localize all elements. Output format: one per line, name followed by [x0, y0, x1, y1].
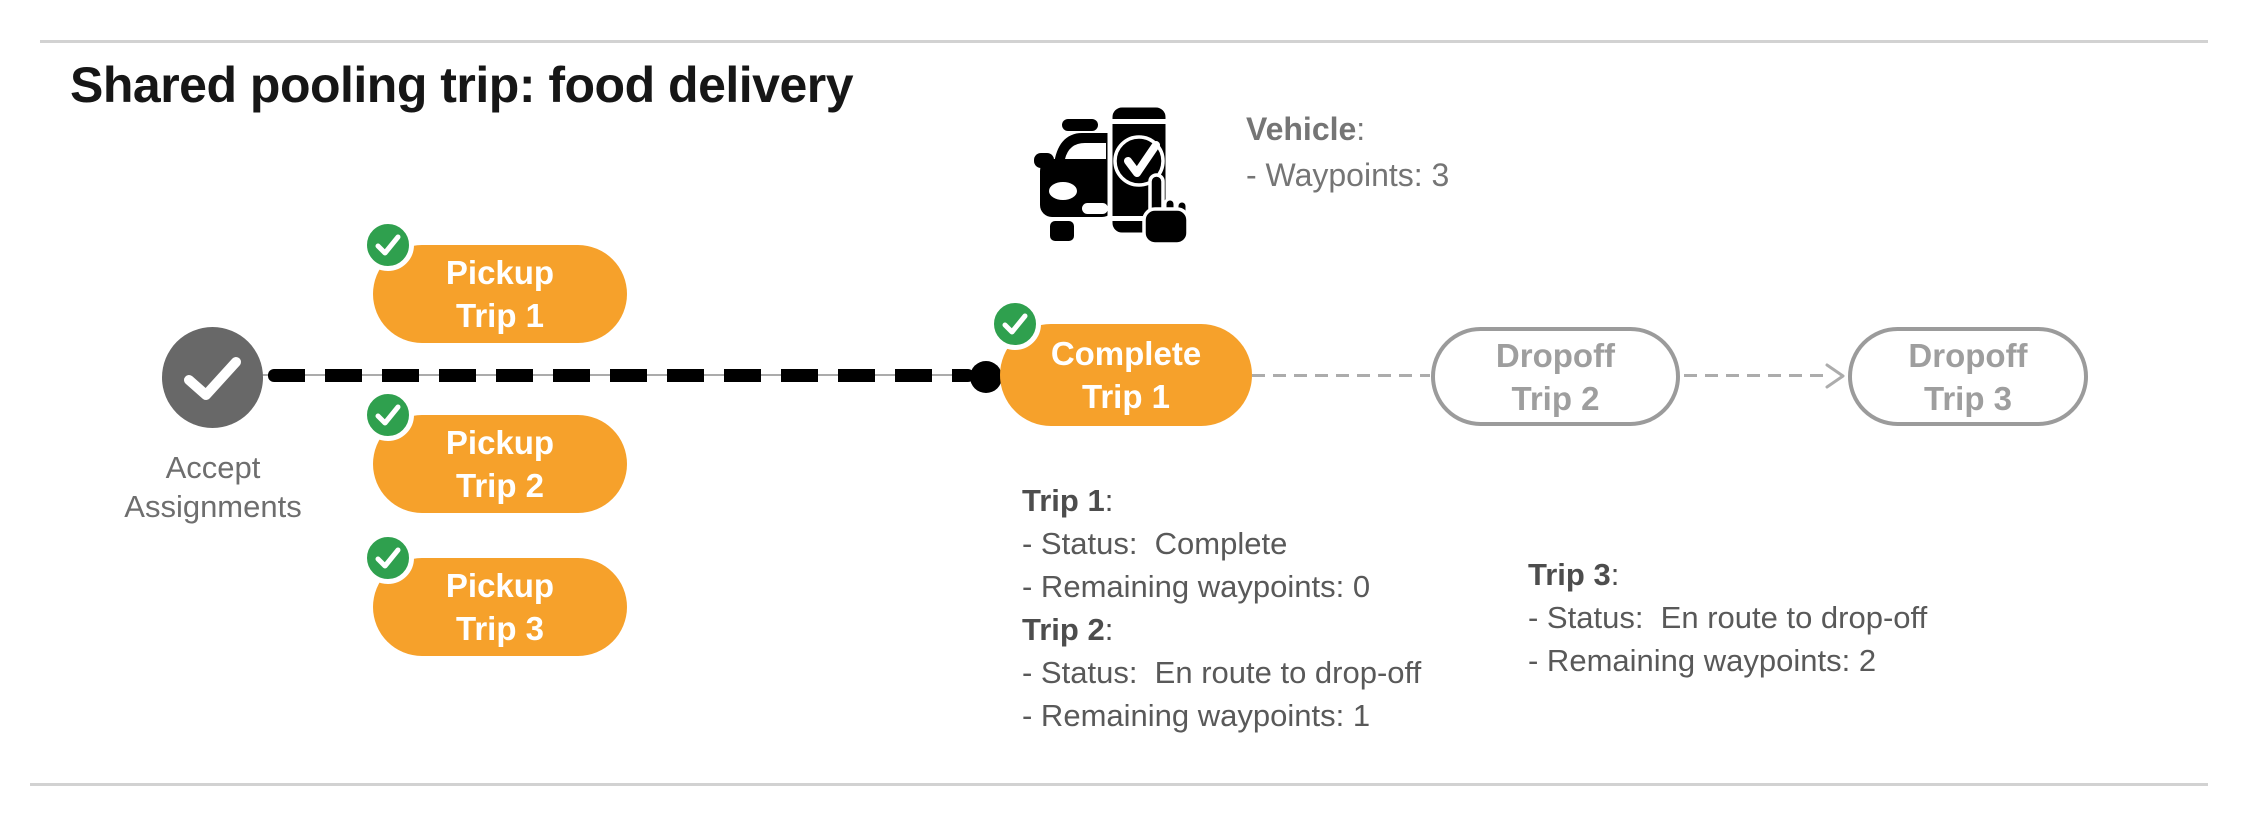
- pickup-trip-1-node: Pickup Trip 1: [362, 219, 627, 343]
- top-divider: [40, 40, 2208, 43]
- page-title: Shared pooling trip: food delivery: [70, 57, 854, 113]
- check-badge-icon: [362, 219, 414, 271]
- vehicle-heading: Vehicle:: [1246, 111, 1366, 147]
- bottom-divider: [30, 783, 2208, 786]
- trip-2-heading: Trip 2:: [1022, 612, 1114, 647]
- connector-complete-to-dropoff2: [1252, 374, 1430, 377]
- trip-3-waypoints: - Remaining waypoints: 2: [1528, 643, 1877, 678]
- dashed-route-line: [268, 369, 974, 382]
- dropoff-trip-2-node: Dropoff Trip 2: [1431, 327, 1680, 426]
- trip-3-heading: Trip 3:: [1528, 557, 1620, 592]
- vehicle-info: Vehicle: - Waypoints: 3: [1246, 106, 1449, 198]
- pickup-trip-2-node: Pickup Trip 2: [362, 389, 627, 513]
- dropoff-trip-3-node: Dropoff Trip 3: [1848, 327, 2088, 426]
- check-badge-icon: [362, 532, 414, 584]
- check-icon: [184, 357, 241, 400]
- trip-1-heading: Trip 1:: [1022, 483, 1114, 518]
- check-icon: [375, 547, 401, 569]
- trip-details-block-left: Trip 1: - Status: Complete - Remaining w…: [1022, 479, 1421, 737]
- check-icon: [1002, 313, 1028, 335]
- car-phone-check-icon: [1034, 102, 1190, 246]
- accept-assignments-node: [162, 327, 263, 428]
- check-icon: [375, 404, 401, 426]
- trip-3-status: - Status: En route to drop-off: [1528, 600, 1928, 635]
- complete-trip-1-node: Complete Trip 1: [989, 298, 1252, 426]
- check-badge-icon: [362, 389, 414, 441]
- trip-1-status: - Status: Complete: [1022, 526, 1288, 561]
- check-icon: [375, 234, 401, 256]
- connector-dropoff2-to-dropoff3: [1684, 374, 1826, 377]
- junction-dot: [970, 361, 1002, 393]
- arrow-right-icon: [1825, 363, 1845, 389]
- trip-1-waypoints: - Remaining waypoints: 0: [1022, 569, 1371, 604]
- trip-2-waypoints: - Remaining waypoints: 1: [1022, 698, 1371, 733]
- vehicle-waypoints: - Waypoints: 3: [1246, 157, 1450, 193]
- trip-2-status: - Status: En route to drop-off: [1022, 655, 1422, 690]
- check-badge-icon: [989, 298, 1041, 350]
- accept-assignments-label: Accept Assignments: [124, 450, 302, 524]
- trip-details-block-right: Trip 3: - Status: En route to drop-off -…: [1528, 553, 1927, 682]
- pickup-trip-3-node: Pickup Trip 3: [362, 532, 627, 656]
